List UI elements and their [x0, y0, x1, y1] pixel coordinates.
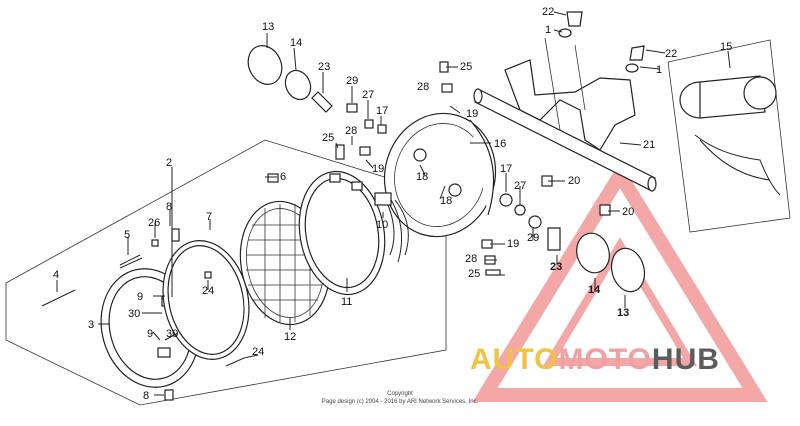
callout: 25 [468, 268, 480, 280]
wire-harness [374, 192, 409, 263]
callout: 2 [166, 157, 172, 169]
callout: 4 [53, 269, 59, 281]
callout: 23 [550, 261, 562, 273]
callout: 12 [284, 331, 296, 343]
callout: 8 [143, 390, 149, 402]
headlight-assembly-boundary [5, 139, 447, 406]
callout: 29 [527, 232, 539, 244]
callout: 14 [290, 37, 302, 49]
watermark-hub: HUB [651, 343, 720, 376]
callout: 13 [262, 21, 274, 33]
callout: 18 [416, 171, 428, 183]
callout: 25 [460, 61, 472, 73]
callout: 22 [542, 6, 554, 18]
small-hardware [41, 11, 645, 401]
callout: 3 [88, 319, 94, 331]
rim-ring [162, 240, 250, 360]
watermark-auto: AUTO [470, 343, 559, 376]
callout: 28 [465, 253, 477, 265]
turn-signal-assembly [679, 75, 781, 196]
callout: 14 [588, 284, 601, 296]
callout: 1 [656, 64, 662, 76]
callout: 27 [362, 89, 374, 101]
watermark-logo-text: AUTOMOTOHUB [470, 343, 720, 377]
watermark-triangle [472, 161, 768, 402]
callout: 24 [202, 285, 214, 297]
callout: 16 [494, 138, 506, 150]
mounting-ring [298, 170, 386, 296]
callout: 6 [280, 171, 286, 183]
callout: 28 [345, 125, 357, 137]
callout: 20 [622, 206, 634, 218]
copyright-label: Copyright [387, 391, 413, 397]
callout: 7 [206, 211, 212, 223]
headlight-case [383, 112, 497, 238]
callout: 22 [665, 48, 677, 60]
callout: 18 [440, 195, 452, 207]
callout: 28 [417, 81, 429, 93]
callout: 9 [147, 328, 153, 340]
callout: 5 [124, 229, 130, 241]
callout: 17 [376, 105, 388, 117]
reflector-top [247, 45, 333, 113]
callout: 11 [341, 296, 352, 308]
callout: 8 [166, 201, 172, 213]
callout: 29 [346, 75, 358, 87]
callout: 17 [500, 163, 512, 175]
watermark-moto: MOTO [558, 343, 652, 376]
turn-signal-boundary [667, 39, 791, 233]
callout: 27 [514, 180, 526, 192]
callout: 30 [166, 328, 178, 340]
callout: 9 [137, 291, 143, 303]
callout: 15 [720, 41, 732, 53]
callout-labels: 22 1 22 1 15 13 14 23 29 27 28 17 25 28 … [53, 6, 732, 402]
callout: 10 [376, 219, 388, 231]
callout: 13 [617, 307, 629, 319]
callout: 20 [568, 175, 580, 187]
callout: 24 [252, 346, 264, 358]
callout: 19 [372, 163, 384, 175]
headlight-bracket [504, 37, 636, 151]
mounting-pipe [473, 88, 657, 192]
callout: 19 [466, 108, 478, 120]
callout: 21 [643, 139, 655, 151]
leader-lines [56, 11, 731, 396]
copyright-notice: Page design (c) 2004 - 2016 by ARI Netwo… [321, 399, 479, 405]
callout: 30 [128, 308, 140, 320]
callout: 19 [507, 238, 519, 250]
callout: 1 [545, 24, 551, 36]
callout: 26 [148, 217, 160, 229]
callout: 23 [318, 61, 330, 73]
callout: 25 [322, 132, 334, 144]
reflector-right [576, 232, 646, 293]
